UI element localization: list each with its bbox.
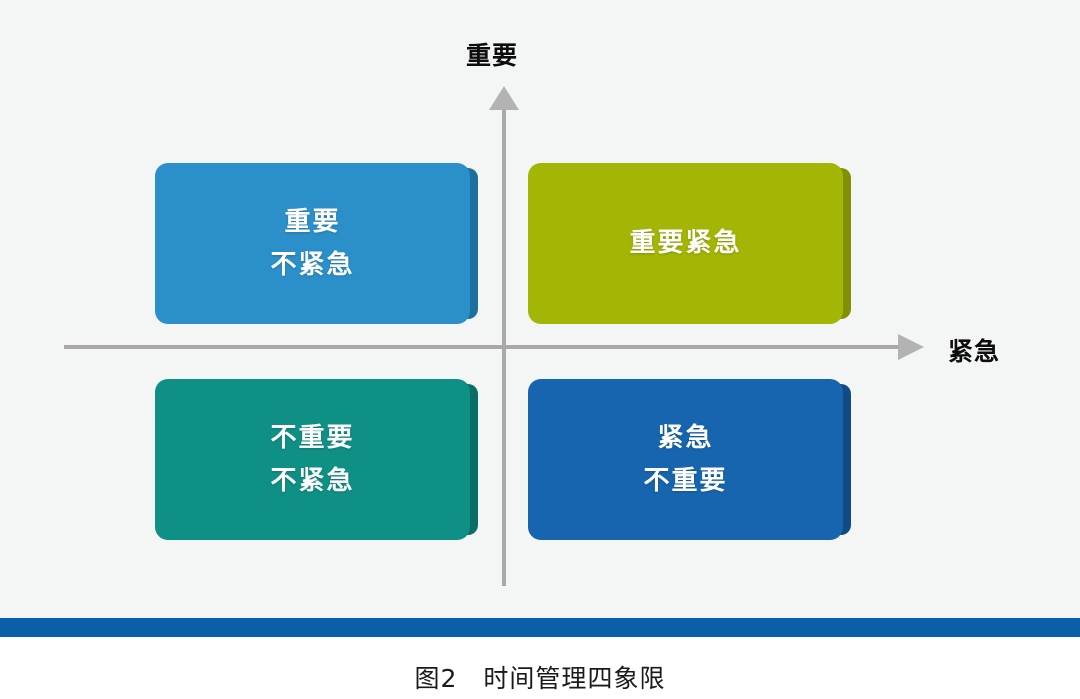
vertical-axis-arrow-icon <box>489 86 519 110</box>
horizontal-axis-line <box>64 345 900 349</box>
quadrant-label: 紧急 不重要 <box>643 417 727 501</box>
quadrant-label: 重要 不紧急 <box>270 201 354 285</box>
quadrant-label-line2: 不紧急 <box>270 465 355 496</box>
quadrant-face <box>528 379 843 540</box>
quadrant-label-line2: 不重要 <box>643 465 728 496</box>
quadrant-not-important-not-urgent: 不重要 不紧急 <box>155 379 478 540</box>
quadrant-label: 不重要 不紧急 <box>270 417 354 501</box>
quadrant-label: 重要紧急 <box>629 222 741 264</box>
figure-caption: 图2 时间管理四象限 <box>414 664 666 693</box>
quadrant-label-line1: 重要 <box>284 207 341 238</box>
footer-rule <box>0 618 1080 637</box>
vertical-axis-label: 重要 <box>466 41 519 70</box>
quadrant-label-line1: 紧急 <box>657 423 714 454</box>
quadrant-label-line1: 不重要 <box>270 423 355 454</box>
horizontal-axis-label: 紧急 <box>948 337 1001 366</box>
quadrant-important-not-urgent: 重要 不紧急 <box>155 163 478 324</box>
quadrant-face <box>155 379 470 540</box>
quadrant-label-line2: 不紧急 <box>270 249 355 280</box>
footer-background <box>0 637 1080 699</box>
quadrant-urgent-not-important: 紧急 不重要 <box>528 379 851 540</box>
quadrant-important-urgent: 重要紧急 <box>528 163 851 324</box>
quadrant-face <box>155 163 470 324</box>
quadrant-label-line1: 重要紧急 <box>629 228 742 259</box>
horizontal-axis-arrow-icon <box>898 334 924 360</box>
quadrant-face <box>528 163 843 324</box>
